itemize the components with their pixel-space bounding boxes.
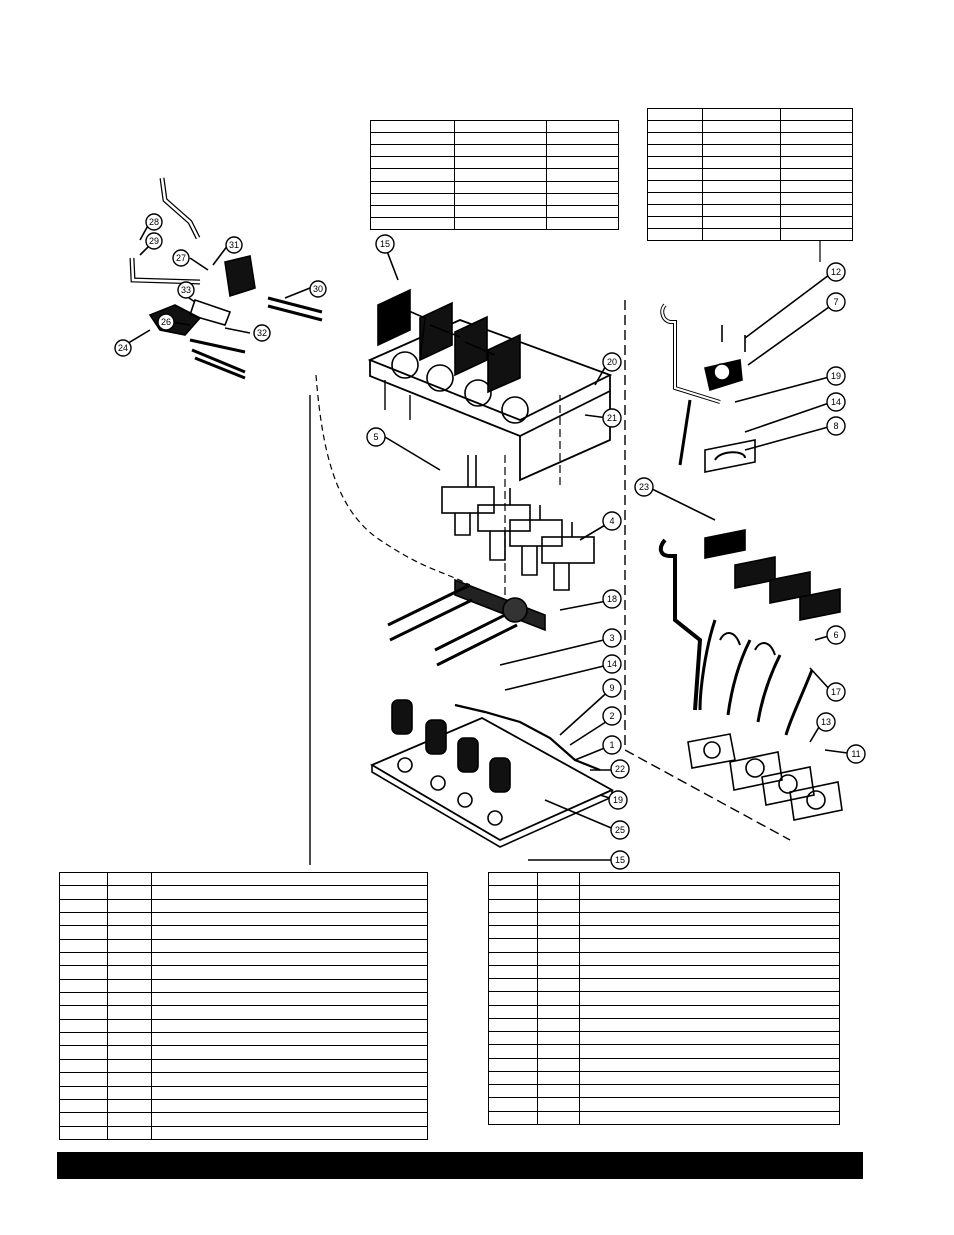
table-row (369, 180, 619, 194)
table-cell (537, 1097, 581, 1112)
callout-label: 23 (639, 482, 649, 492)
callout-label: 33 (181, 285, 191, 295)
table-row (487, 1044, 840, 1059)
table-cell (150, 1125, 429, 1141)
table-row (646, 120, 853, 133)
table-cell (369, 156, 456, 170)
table-row (487, 1004, 840, 1019)
table-row (487, 964, 840, 980)
table-row (369, 119, 619, 134)
parts-table-bottom-right (487, 871, 840, 1125)
callout-label: 2 (609, 711, 614, 721)
table-cell (369, 132, 456, 146)
callout-label: 12 (831, 267, 841, 277)
callout-label: 4 (609, 516, 614, 526)
callout-label: 32 (257, 328, 267, 338)
table-cell (546, 144, 619, 158)
callout-label: 7 (833, 297, 838, 307)
parts-table-top-center (369, 119, 619, 231)
table-row (369, 192, 619, 206)
table-row (59, 871, 429, 887)
table-cell (546, 119, 619, 134)
table-cell (546, 180, 619, 194)
table-cell (702, 228, 782, 241)
table-cell (579, 1097, 840, 1112)
callout-label: 9 (609, 683, 614, 693)
table-cell (646, 228, 704, 241)
table-row (59, 1098, 429, 1114)
table-cell (546, 216, 619, 231)
table-cell (369, 180, 456, 194)
callout-label: 17 (831, 687, 841, 697)
table-cell (369, 119, 456, 134)
callout-label: 21 (607, 413, 617, 423)
table-row (59, 1125, 429, 1141)
table-row (59, 1085, 429, 1100)
callout-label: 19 (613, 795, 623, 805)
callout-label: 28 (149, 217, 159, 227)
callout-label: 15 (380, 239, 390, 249)
table-cell (780, 228, 853, 241)
table-row (487, 1110, 840, 1125)
callout-label: 8 (833, 421, 838, 431)
table-cell (537, 1110, 581, 1125)
parts-table-top-right (646, 108, 853, 241)
callout-label: 30 (313, 284, 323, 294)
table-cell (369, 168, 456, 182)
callout-label: 11 (851, 749, 860, 759)
table-cell (369, 144, 456, 158)
callout-label: 15 (615, 855, 625, 865)
table-row (59, 912, 429, 927)
table-cell (546, 192, 619, 206)
callout-label: 22 (615, 764, 625, 774)
callout-label: 27 (176, 253, 186, 263)
table-row (646, 216, 853, 229)
callout-label: 14 (831, 397, 841, 407)
table-cell (106, 1125, 152, 1141)
table-cell (546, 132, 619, 146)
table-row (369, 156, 619, 170)
parts-table-bottom-left (59, 871, 429, 1141)
table-row (369, 204, 619, 218)
table-row (369, 144, 619, 158)
table-row (369, 132, 619, 146)
callout-label: 25 (615, 825, 625, 835)
callout-label: 20 (607, 357, 617, 367)
table-cell (369, 216, 456, 231)
callout-label: 1 (609, 740, 614, 750)
table-cell (546, 156, 619, 170)
table-row (646, 156, 853, 169)
callout-label: 6 (833, 630, 838, 640)
callout-label: 29 (149, 236, 159, 246)
table-cell (546, 168, 619, 182)
callout-label: 26 (161, 317, 171, 327)
table-row (487, 1097, 840, 1112)
callout-label: 31 (229, 240, 239, 250)
callout-label: 3 (609, 633, 614, 643)
callout-label: 24 (118, 343, 128, 353)
table-row (487, 951, 840, 966)
callout-label: 19 (831, 371, 841, 381)
callout-label: 5 (373, 432, 378, 442)
footer-bar (57, 1152, 863, 1179)
table-row (646, 108, 853, 121)
table-row (369, 168, 619, 182)
table-row (646, 228, 853, 241)
callout-label: 14 (607, 659, 617, 669)
table-row (369, 216, 619, 231)
table-cell (369, 192, 456, 206)
callout-label: 13 (821, 717, 831, 727)
table-cell (579, 1110, 840, 1125)
callout-label: 18 (607, 594, 617, 604)
